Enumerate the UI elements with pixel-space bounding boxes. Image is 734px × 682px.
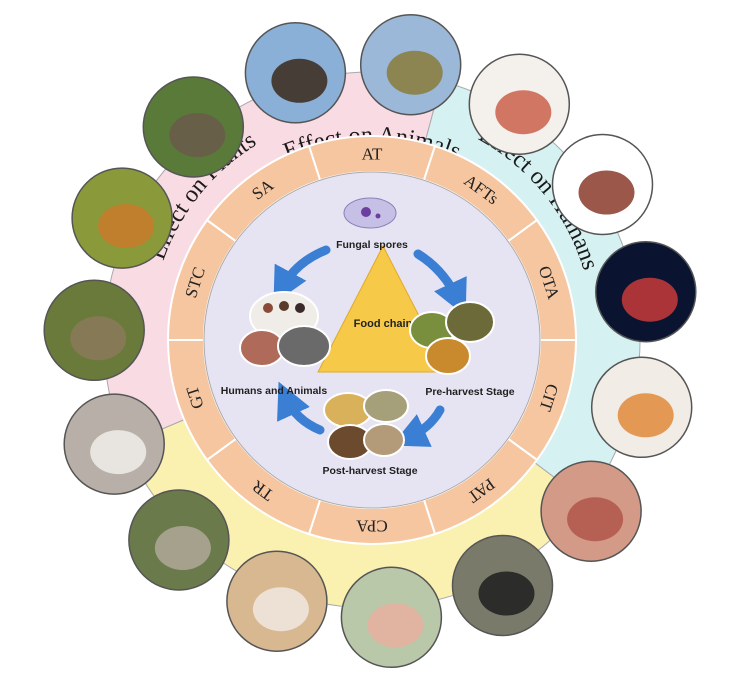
- chicken-photo-icon: [227, 551, 327, 651]
- fungal-spores-label: Fungal spores: [336, 239, 408, 251]
- wheat-photo-icon: [361, 15, 461, 115]
- fungal-spores-icon: [344, 198, 396, 228]
- liver-photo-icon: [553, 135, 653, 235]
- pig-photo-icon: [341, 567, 441, 667]
- mycotoxin-label-cpa: CPA: [356, 517, 388, 536]
- kidney-photo-icon: [469, 54, 569, 154]
- food-chain-label: Food chain: [354, 318, 413, 330]
- intestine-photo-icon: [592, 357, 692, 457]
- mycotoxin-label-at: AT: [362, 145, 383, 164]
- post-harvest-label: Post-harvest Stage: [322, 465, 417, 477]
- brain-photo-icon: [596, 242, 696, 342]
- cow-photo-icon: [453, 536, 553, 636]
- skin-rash-photo-icon: [541, 461, 641, 561]
- peanut-photo-icon: [143, 77, 243, 177]
- pre-harvest-label: Pre-harvest Stage: [425, 386, 514, 398]
- rabbit-photo-icon: [64, 394, 164, 494]
- maize-photo-icon: [72, 168, 172, 268]
- sorghum-photo-icon: [245, 23, 345, 123]
- humans-and-animals-label: Humans and Animals: [221, 385, 328, 397]
- grapes-photo-icon: [44, 280, 144, 380]
- sheep-photo-icon: [129, 490, 229, 590]
